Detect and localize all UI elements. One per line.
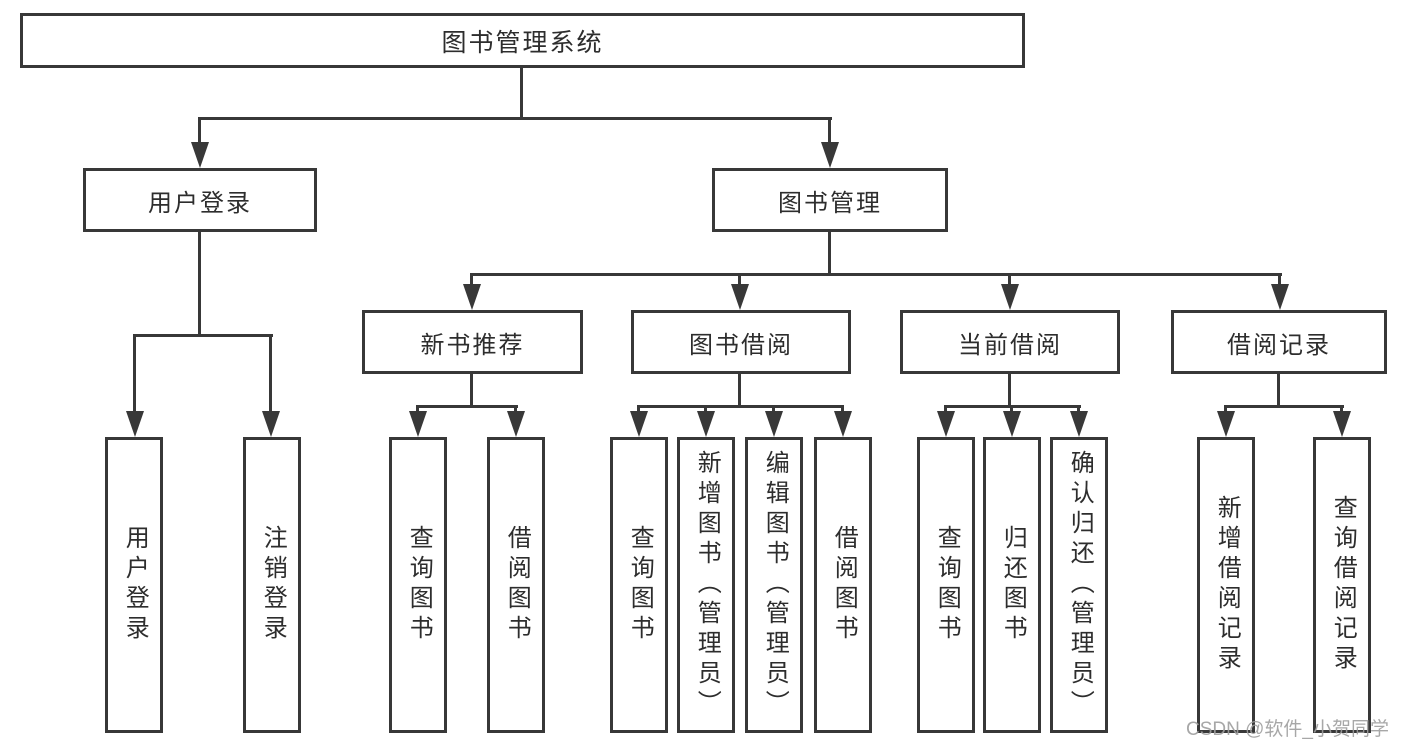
connector-line — [198, 232, 201, 337]
node-book-management: 图书管理 — [712, 168, 948, 232]
node-new-book-recommend: 新书推荐 — [362, 310, 583, 374]
leaf-logout: 注销登录 — [243, 437, 301, 733]
arrowhead-down-icon — [1271, 284, 1289, 310]
connector-line — [471, 273, 1282, 276]
leaf-borrowing-query-book: 查询图书 — [610, 437, 668, 733]
leaf-current-confirm-return-admin: 确认归还（管理员） — [1050, 437, 1108, 733]
leaf-records-query-record: 查询借阅记录 — [1313, 437, 1371, 733]
connector-line — [1224, 405, 1227, 415]
connector-line — [637, 405, 843, 408]
connector-line — [520, 67, 523, 119]
connector-line — [828, 117, 831, 145]
connector-line — [133, 334, 273, 337]
node-new-book-recommend-label: 新书推荐 — [420, 331, 525, 359]
node-current-borrowing: 当前借阅 — [900, 310, 1120, 374]
leaf-current-return-book-label: 归还图书 — [999, 525, 1027, 645]
leaf-recommend-borrow-book: 借阅图书 — [487, 437, 545, 733]
arrowhead-down-icon — [409, 411, 427, 437]
connector-line — [198, 117, 832, 120]
arrowhead-down-icon — [507, 411, 525, 437]
leaf-current-confirm-return-admin-label: 确认归还（管理员） — [1066, 450, 1094, 720]
connector-line — [1224, 405, 1344, 408]
connector-line — [738, 273, 741, 288]
leaf-borrowing-edit-book-admin: 编辑图书（管理员） — [745, 437, 803, 733]
node-book-borrowing: 图书借阅 — [631, 310, 851, 374]
leaf-recommend-query-book: 查询图书 — [389, 437, 447, 733]
connector-line — [416, 405, 419, 415]
node-book-management-label: 图书管理 — [778, 189, 882, 217]
leaf-recommend-query-book-label: 查询图书 — [405, 525, 433, 645]
leaf-current-query-book-label: 查询图书 — [933, 525, 961, 645]
csdn-watermark: CSDN @软件_小贺同学 — [1186, 719, 1389, 740]
connector-line — [269, 334, 272, 414]
leaf-borrowing-borrow-book-label: 借阅图书 — [830, 525, 858, 645]
leaf-current-query-book: 查询图书 — [917, 437, 975, 733]
connector-line — [470, 273, 473, 288]
leaf-records-add-record: 新增借阅记录 — [1197, 437, 1255, 733]
connector-line — [514, 405, 517, 415]
connector-line — [828, 232, 831, 276]
connector-line — [637, 405, 640, 415]
leaf-records-add-record-label: 新增借阅记录 — [1213, 495, 1241, 675]
node-current-borrowing-label: 当前借阅 — [958, 331, 1062, 359]
leaf-borrowing-edit-book-admin-label: 编辑图书（管理员） — [761, 450, 789, 720]
connector-line — [1277, 374, 1280, 408]
leaf-borrowing-query-book-label: 查询图书 — [626, 525, 654, 645]
leaf-user-login: 用户登录 — [105, 437, 163, 733]
arrowhead-down-icon — [1001, 284, 1019, 310]
arrowhead-down-icon — [126, 411, 144, 437]
leaf-borrowing-add-book-admin-label: 新增图书（管理员） — [693, 450, 721, 720]
connector-line — [417, 405, 518, 408]
arrowhead-down-icon — [191, 142, 209, 168]
connector-line — [1008, 273, 1011, 288]
node-root-label: 图书管理系统 — [441, 28, 604, 57]
arrowhead-down-icon — [765, 411, 783, 437]
node-user-login: 用户登录 — [83, 168, 317, 232]
arrowhead-down-icon — [731, 284, 749, 310]
arrowhead-down-icon — [262, 411, 280, 437]
arrowhead-down-icon — [1070, 411, 1088, 437]
leaf-recommend-borrow-book-label: 借阅图书 — [503, 525, 531, 645]
node-borrowing-records: 借阅记录 — [1171, 310, 1387, 374]
leaf-borrowing-add-book-admin: 新增图书（管理员） — [677, 437, 735, 733]
connector-line — [1278, 273, 1281, 288]
arrowhead-down-icon — [630, 411, 648, 437]
connector-line — [133, 334, 136, 414]
connector-line — [738, 374, 741, 408]
leaf-logout-label: 注销登录 — [259, 525, 287, 645]
arrowhead-down-icon — [1217, 411, 1235, 437]
node-root: 图书管理系统 — [20, 13, 1025, 68]
connector-line — [772, 405, 775, 415]
connector-line — [1077, 405, 1080, 415]
node-borrowing-records-label: 借阅记录 — [1227, 331, 1331, 359]
arrowhead-down-icon — [697, 411, 715, 437]
node-user-login-label: 用户登录 — [148, 189, 252, 217]
connector-line — [1008, 374, 1011, 408]
leaf-current-return-book: 归还图书 — [983, 437, 1041, 733]
connector-line — [470, 374, 473, 408]
arrowhead-down-icon — [1333, 411, 1351, 437]
connector-line — [944, 405, 947, 415]
leaf-records-query-record-label: 查询借阅记录 — [1329, 495, 1357, 675]
node-book-borrowing-label: 图书借阅 — [689, 331, 793, 359]
arrowhead-down-icon — [834, 411, 852, 437]
connector-line — [198, 117, 201, 145]
arrowhead-down-icon — [821, 142, 839, 168]
leaf-borrowing-borrow-book: 借阅图书 — [814, 437, 872, 733]
arrowhead-down-icon — [937, 411, 955, 437]
connector-line — [1340, 405, 1343, 415]
leaf-user-login-label: 用户登录 — [121, 525, 149, 645]
arrowhead-down-icon — [1003, 411, 1021, 437]
arrowhead-down-icon — [463, 284, 481, 310]
connector-line — [704, 405, 707, 415]
connector-line — [841, 405, 844, 415]
connector-line — [1010, 405, 1013, 415]
